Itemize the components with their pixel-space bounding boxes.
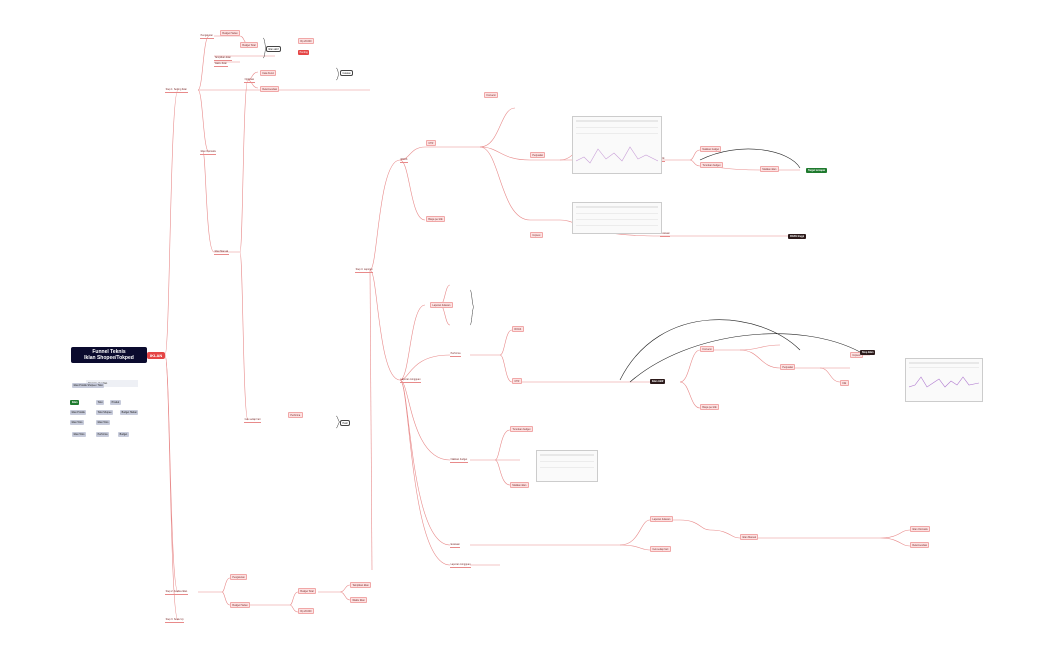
screenshot-thumbnail-1 xyxy=(572,116,662,174)
node-klik[interactable]: Klik xyxy=(660,157,666,162)
title-line-1: Funnel Teknis xyxy=(92,349,126,355)
callout-stop[interactable]: Stop iklan xyxy=(860,350,876,355)
screenshot-thumbnail-4 xyxy=(536,450,598,482)
node-low-4[interactable]: Rp 20.000 xyxy=(298,608,314,615)
node-impresi[interactable]: Impresi xyxy=(530,232,543,239)
branch-1[interactable]: Step 1: Setting Iklan xyxy=(165,88,188,93)
node-mid-17[interactable]: Iklan Otomatis xyxy=(910,526,931,533)
node-naik-budget[interactable]: Naikkan budget xyxy=(700,146,722,153)
node-budget-total[interactable]: Budget Total xyxy=(240,42,259,49)
left-tree-item-6[interactable]: Iklan Toko xyxy=(70,420,84,425)
node-mid-12[interactable]: Evaluasi xyxy=(450,543,461,548)
node-low-2[interactable]: Budget Harian xyxy=(230,602,251,609)
node-rekomendasi[interactable]: Rekomendasi xyxy=(260,86,280,93)
node-roas[interactable]: ROAS xyxy=(400,158,408,163)
node-tampilkan[interactable]: Tampilkan iklan xyxy=(214,56,232,61)
node-mid-13[interactable]: Laporan mingguan xyxy=(450,563,472,568)
node-konversi[interactable]: Konversi xyxy=(484,92,499,99)
node-performa[interactable]: Performa xyxy=(288,412,303,419)
callout-catatan[interactable]: Catatan xyxy=(340,70,354,77)
title-line-2: Iklan Shopee/Tokped xyxy=(84,355,134,361)
left-tree-top[interactable]: Iklan Produk Shopee / Toko xyxy=(72,383,105,388)
node-pengaturan[interactable]: Pengaturan xyxy=(200,34,214,39)
node-turun-budget[interactable]: Turunkan budget xyxy=(700,162,723,169)
left-tree-item-4[interactable]: Toko Shopee xyxy=(96,410,114,415)
left-tree-item-8[interactable]: Iklan Toko xyxy=(72,432,86,437)
left-tree-item-3[interactable]: Iklan Produk xyxy=(70,410,87,415)
node-biaya-klik[interactable]: Biaya per klik xyxy=(426,216,445,223)
branch-4[interactable]: Step 4: Laporan xyxy=(355,268,374,273)
callout-roas-tinggi[interactable]: ROAS tinggi xyxy=(788,234,807,239)
screenshot-thumbnail-2 xyxy=(572,202,662,234)
node-evaluasi[interactable]: Evaluasi xyxy=(660,232,671,237)
node-mid-4[interactable]: Konversi xyxy=(700,346,715,353)
node-penjualan[interactable]: Penjualan xyxy=(530,152,546,159)
node-mid-1[interactable]: Performa xyxy=(450,352,462,357)
callout-iklan-aktif[interactable]: Iklan aktif xyxy=(266,46,281,53)
left-tree-item-2[interactable]: Produk xyxy=(110,400,121,405)
sparkline-3 xyxy=(909,376,979,388)
left-tree-item-10[interactable]: Budget xyxy=(118,432,129,437)
left-tree-green[interactable]: Iklan xyxy=(70,400,80,405)
node-mid-8[interactable]: Klik xyxy=(840,380,849,387)
node-low-6[interactable]: Waktu Iklan xyxy=(350,597,368,604)
left-tree-item-7[interactable]: Iklan Toko xyxy=(96,420,110,425)
node-mid-9[interactable]: Naikkan budget xyxy=(450,458,468,463)
node-optimasi[interactable]: Optimasi xyxy=(244,78,255,83)
callout-iklan-aktif-dark[interactable]: Iklan Aktif xyxy=(650,379,666,384)
node-rp[interactable]: Rp 20.000 xyxy=(298,38,314,45)
callout-hasil[interactable]: Hasil xyxy=(340,420,351,427)
node-low-3[interactable]: Budget Total xyxy=(298,588,317,595)
node-mid-16[interactable]: Iklan Manual xyxy=(740,534,759,541)
node-mid-7[interactable]: Impresi xyxy=(850,352,863,359)
branch-2[interactable]: Step 2: Analisa Iklan xyxy=(165,590,188,595)
node-matikan[interactable]: Matikan iklan xyxy=(760,166,779,173)
callout-target[interactable]: Target tercapai xyxy=(806,168,827,173)
screenshot-thumbnail-3 xyxy=(905,358,983,402)
sparkline-1 xyxy=(576,146,658,164)
node-cek-harian[interactable]: Cek setiap hari xyxy=(244,418,262,423)
node-iklan-otomatis[interactable]: Iklan Otomatis xyxy=(200,150,217,155)
node-laporan-mingguan[interactable]: Laporan mingguan xyxy=(400,378,422,383)
left-tree-item-1[interactable]: Toko xyxy=(96,400,105,405)
node-ctr[interactable]: CTR xyxy=(426,140,436,147)
node-iklan-manual[interactable]: Iklan Manual xyxy=(214,250,229,255)
node-mid-5[interactable]: Biaya per klik xyxy=(700,404,719,411)
node-mid-3[interactable]: CTR xyxy=(512,378,522,385)
mindmap-title: Funnel Teknis Iklan Shopee/Tokped xyxy=(71,347,147,363)
branch-3[interactable]: Step 3: Scale Up xyxy=(165,618,185,623)
node-low-1[interactable]: Pengaturan xyxy=(230,574,248,581)
node-mid-6[interactable]: Penjualan xyxy=(780,364,796,371)
callout-penting[interactable]: Penting xyxy=(298,50,310,55)
node-mid-18[interactable]: Rekomendasi xyxy=(910,542,930,549)
node-budget-harian[interactable]: Budget Harian xyxy=(220,30,241,37)
node-low-5[interactable]: Tampilkan iklan xyxy=(350,582,372,589)
node-mid-11[interactable]: Matikan iklan xyxy=(510,482,529,489)
node-waktu[interactable]: Waktu Iklan xyxy=(214,62,228,67)
node-laporan-bulanan[interactable]: Laporan bulanan xyxy=(430,302,453,309)
left-tree-item-5[interactable]: Budget Harian xyxy=(120,410,139,415)
node-mid-10[interactable]: Turunkan budget xyxy=(510,426,533,433)
node-mid-14[interactable]: Laporan bulanan xyxy=(650,516,673,523)
node-kata-kunci[interactable]: Kata Kunci xyxy=(260,70,277,77)
root-tag[interactable]: IKLAN xyxy=(147,352,166,359)
node-mid-2[interactable]: ROAS xyxy=(512,326,524,333)
node-mid-15[interactable]: Cek setiap hari xyxy=(650,546,671,553)
left-tree-item-9[interactable]: Performa xyxy=(96,432,110,437)
